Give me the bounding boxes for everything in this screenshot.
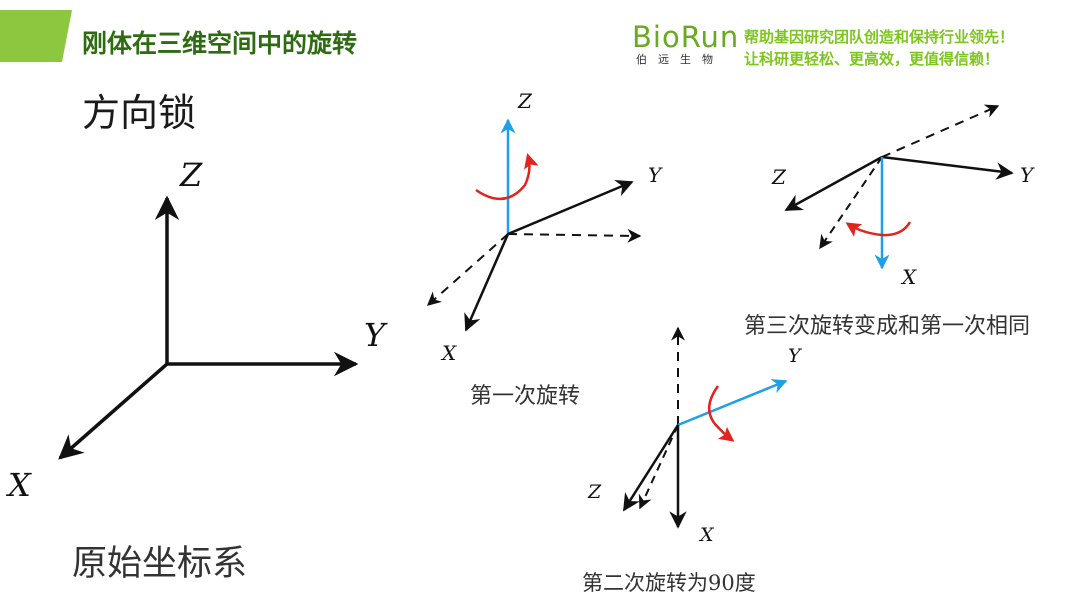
rot3-y-axis (881, 155, 1014, 180)
rot1-rotation-arrow (475, 153, 539, 200)
rotation-1-caption: 第一次旋转 (470, 384, 581, 409)
rot1-x-axis (464, 233, 510, 332)
rotation-3-frame: Z Y X (771, 104, 1035, 289)
rot3-rotation-arrow (845, 221, 912, 237)
header-title: 刚体在三维空间中的旋转 (82, 29, 358, 58)
rot3-z-label: Z (771, 165, 787, 189)
brand-logo-chinese: 伯远生物 (636, 53, 724, 66)
origin-frame: Z Y X (5, 156, 388, 504)
slogan-line-2: 让科研更轻松、更高效，更值得信赖！ (744, 50, 1000, 68)
slide-subtitle: 方向锁 (82, 91, 197, 135)
rot2-y-label: Y (788, 345, 803, 367)
rot1-x-dashed (426, 233, 509, 306)
rot1-x-label: X (440, 341, 457, 365)
origin-x-label: X (5, 466, 32, 504)
rot3-dashed-up (881, 104, 1000, 158)
rot3-x-label: X (900, 265, 917, 289)
rot1-y-label: Y (648, 163, 663, 187)
rot2-z-axis (622, 424, 680, 512)
rot2-y-axis (677, 379, 788, 427)
origin-x-axis (58, 362, 169, 460)
rot3-z-axis (784, 155, 883, 212)
slogan-line-1: 帮助基因研究团队创造和保持行业领先！ (744, 28, 1015, 46)
rot1-z-label: Z (517, 89, 533, 113)
rotation-2-frame: Y Z X (587, 326, 803, 546)
origin-y-label: Y (364, 316, 388, 354)
origin-frame-caption: 原始坐标系 (72, 544, 248, 584)
rot2-z-dashed (638, 424, 679, 510)
rotation-1-frame: Z Y X (426, 89, 663, 365)
rotation-2-caption: 第二次旋转为90度 (582, 571, 756, 595)
rot2-rotation-arrow (708, 385, 735, 442)
brand-logo: BioRun (632, 20, 740, 54)
rot1-y-dashed (507, 228, 642, 243)
rot3-dashed-down (819, 156, 883, 250)
rot2-x-label: X (698, 524, 715, 546)
rot2-z-label: Z (587, 481, 602, 503)
rot1-y-axis (507, 180, 634, 236)
rot3-y-label: Y (1020, 163, 1035, 187)
origin-z-label: Z (179, 156, 203, 194)
rotation-3-caption: 第三次旋转变成和第一次相同 (744, 314, 1031, 339)
